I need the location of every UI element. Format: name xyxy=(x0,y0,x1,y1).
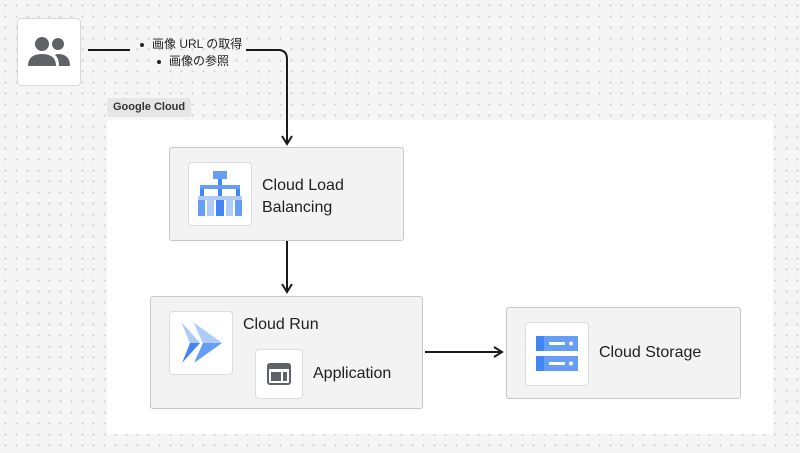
cloud-storage-label: Cloud Storage xyxy=(599,344,702,361)
request-notes: 画像 URL の取得 画像の参照 xyxy=(140,36,242,70)
application-label: Application xyxy=(313,365,392,382)
google-cloud-label: Google Cloud xyxy=(107,98,192,117)
cloud-run-node[interactable]: Cloud Run Application xyxy=(150,296,423,409)
cloud-run-icon xyxy=(182,323,222,363)
users-node[interactable] xyxy=(17,18,81,86)
note-item-1: 画像 URL の取得 xyxy=(140,36,242,53)
application-icon-tile[interactable] xyxy=(255,349,303,399)
note-item-2: 画像の参照 xyxy=(157,53,242,70)
cloud-run-label: Cloud Run xyxy=(243,316,319,333)
load-balancing-icon-tile xyxy=(188,162,252,226)
cloud-run-icon-tile xyxy=(169,311,233,375)
cloud-storage-icon-tile xyxy=(525,322,589,386)
load-balancing-icon xyxy=(198,171,242,216)
cloud-storage-icon xyxy=(536,336,578,371)
users-icon xyxy=(28,37,70,66)
load-balancing-node[interactable]: Cloud Load Balancing xyxy=(169,147,404,241)
users-to-load-balancer-arrow-head xyxy=(246,49,293,146)
cloud-storage-node[interactable]: Cloud Storage xyxy=(506,307,741,399)
load-balancing-label: Cloud Load Balancing xyxy=(262,177,344,216)
application-window-icon xyxy=(267,363,291,385)
